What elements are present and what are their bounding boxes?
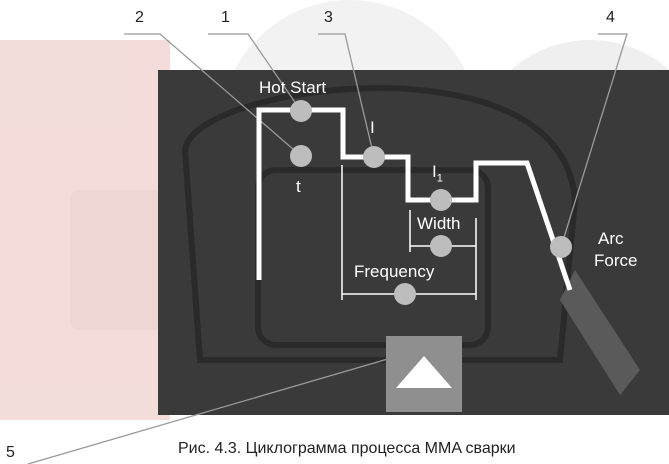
i1-label: I1 [432, 162, 443, 185]
leader-line-1 [208, 33, 302, 112]
triangle-up-icon [396, 356, 452, 388]
callout-2: 2 [135, 9, 144, 26]
t-label: t [296, 177, 301, 196]
leader-line-2 [124, 33, 302, 157]
leader-line-5 [27, 355, 399, 464]
leader-line-3 [318, 33, 375, 158]
callout-5: 5 [6, 444, 15, 461]
callout-3: 3 [324, 9, 333, 26]
helmet-lever [560, 270, 640, 395]
width-label: Width [417, 214, 461, 233]
width-node[interactable] [430, 235, 452, 257]
leader-line-4 [560, 33, 628, 248]
i1-node[interactable] [430, 189, 452, 211]
figure-caption: Рис. 4.3. Циклограмма процесса MMA сварк… [178, 440, 516, 457]
i-label: I [370, 118, 375, 137]
hot-start-label: Hot Start [259, 78, 327, 97]
up-button[interactable] [386, 336, 462, 412]
i-node[interactable] [363, 146, 385, 168]
hot-start-node[interactable] [290, 100, 312, 122]
force-label: Force [594, 251, 638, 270]
parameter-nodes [290, 100, 572, 305]
arc-force-node[interactable] [550, 236, 572, 258]
frequency-label: Frequency [354, 262, 435, 281]
arc-label: Arc [598, 229, 624, 248]
leader-lines [27, 33, 628, 464]
t-node[interactable] [290, 145, 312, 167]
watermark-red-block-2 [70, 190, 170, 330]
helmet-outline [181, 85, 579, 363]
callout-1: 1 [221, 9, 230, 26]
callout-4: 4 [606, 9, 615, 26]
frequency-node[interactable] [394, 283, 416, 305]
